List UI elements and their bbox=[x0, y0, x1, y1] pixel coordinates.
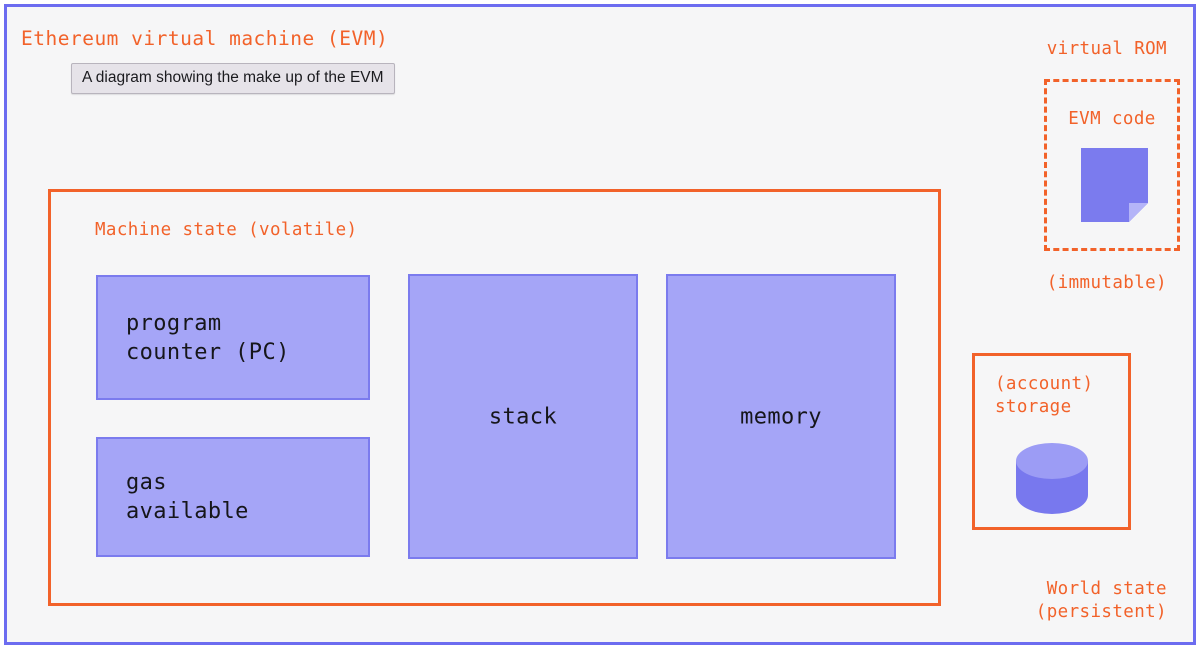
virtual-rom-box: EVM code bbox=[1044, 79, 1180, 251]
machine-state-panel bbox=[48, 189, 941, 606]
world-state-label: World state (persistent) bbox=[1035, 579, 1167, 623]
block-stack: stack bbox=[408, 274, 638, 559]
machine-state-label: Machine state (volatile) bbox=[95, 220, 358, 240]
page-title: Ethereum virtual machine (EVM) bbox=[21, 27, 389, 50]
block-gas-available-label: gas available bbox=[126, 469, 249, 524]
account-storage-label: (account) storage bbox=[995, 374, 1094, 418]
block-memory: memory bbox=[666, 274, 896, 559]
immutable-label: (immutable) bbox=[1046, 273, 1167, 293]
database-cylinder-icon bbox=[1016, 443, 1088, 514]
document-icon bbox=[1081, 148, 1148, 222]
diagram-caption-tooltip: A diagram showing the make up of the EVM bbox=[71, 63, 395, 94]
evm-diagram-canvas: Ethereum virtual machine (EVM) A diagram… bbox=[4, 4, 1196, 645]
account-storage-box: (account) storage bbox=[972, 353, 1131, 530]
block-gas-available: gas available bbox=[96, 437, 370, 557]
block-program-counter: program counter (PC) bbox=[96, 275, 370, 400]
evm-code-label: EVM code bbox=[1068, 109, 1156, 129]
block-program-counter-label: program counter (PC) bbox=[126, 310, 290, 365]
virtual-rom-label: virtual ROM bbox=[1046, 39, 1167, 59]
block-stack-label: stack bbox=[488, 404, 558, 429]
block-memory-label: memory bbox=[740, 404, 822, 429]
